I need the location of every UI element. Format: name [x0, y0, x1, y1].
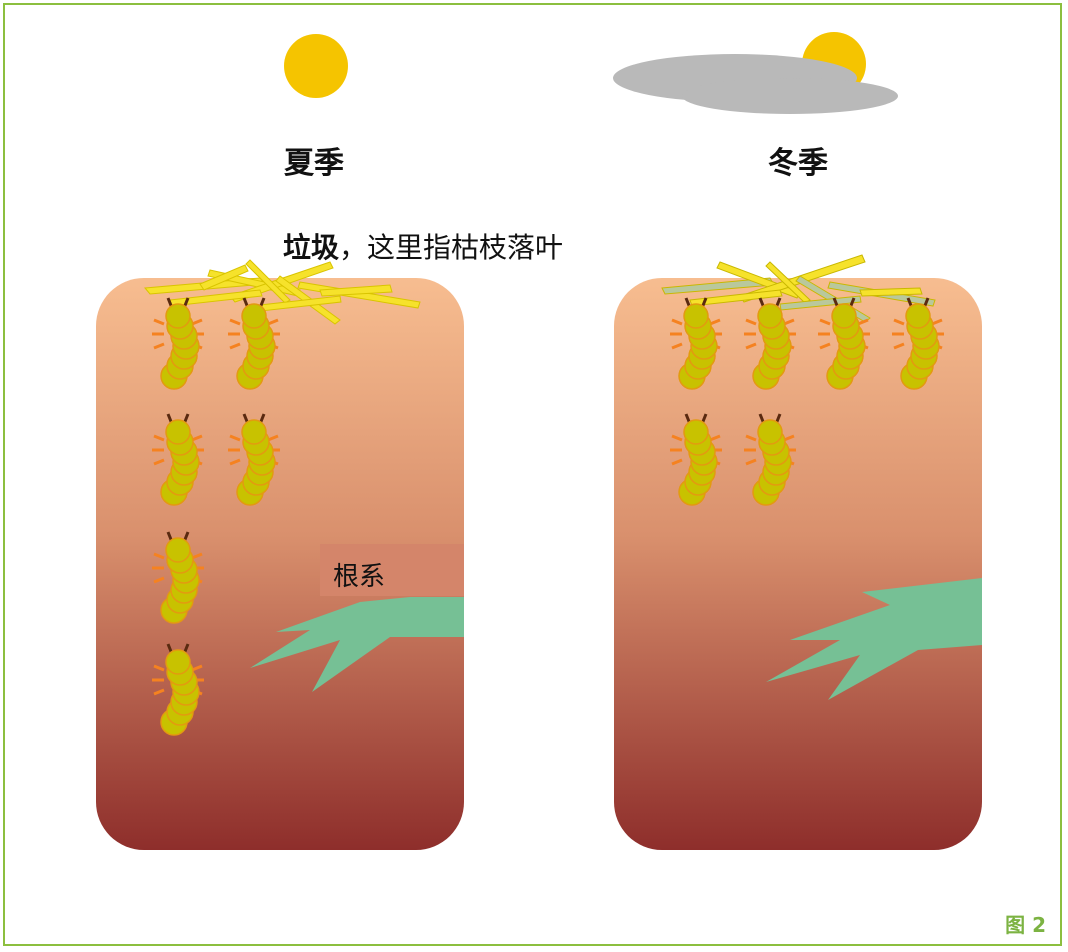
litter-caption: 垃圾，这里指枯枝落叶: [283, 226, 563, 266]
winter-label: 冬季: [768, 138, 828, 182]
summer-sun-icon: [284, 34, 348, 98]
figure-number: 图 2: [1005, 909, 1046, 938]
litter-caption-bold: 垃圾: [283, 231, 339, 264]
roots-label: 根系: [333, 556, 385, 593]
summer-label: 夏季: [284, 138, 344, 182]
winter-sun-cloud-icon: [613, 32, 898, 114]
litter-caption-rest: ，这里指枯枝落叶: [339, 231, 563, 264]
